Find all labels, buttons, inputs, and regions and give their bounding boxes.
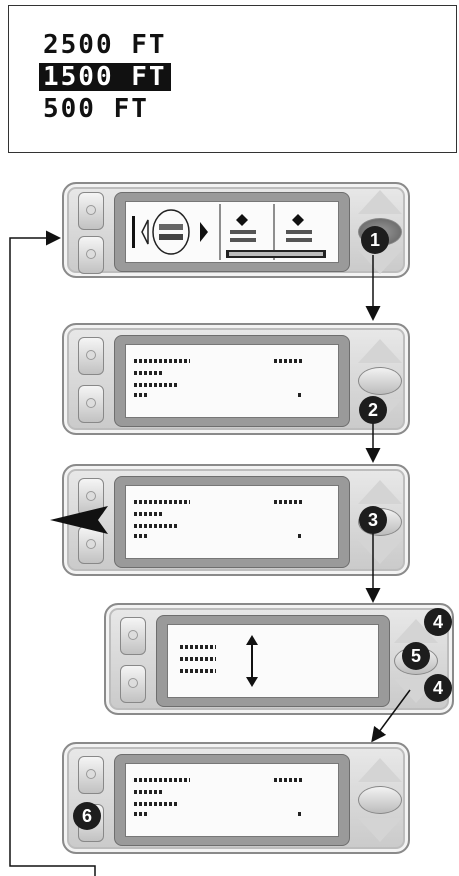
arrow-step-5 xyxy=(371,689,411,743)
device-panel-2 xyxy=(62,323,410,435)
screen-bezel xyxy=(114,754,350,846)
up-down-arrow-icon xyxy=(246,635,258,687)
device-panel-4 xyxy=(104,603,454,715)
step-6-badge: 6 xyxy=(73,802,101,830)
pointer-arrow-icon xyxy=(50,506,108,534)
menu-value xyxy=(274,500,302,504)
altitude-list-panel: 2500 FT 1500 FT 500 FT xyxy=(8,5,457,153)
screen-bezel xyxy=(114,335,350,427)
altitude-line xyxy=(180,645,216,649)
altitude-line xyxy=(180,657,216,661)
menu-line xyxy=(134,393,148,397)
step-4-badge-down: 4 xyxy=(424,674,452,702)
step-4-badge-up: 4 xyxy=(424,608,452,636)
step-1-badge: 1 xyxy=(361,226,389,254)
rocker-down-arrow-icon[interactable] xyxy=(358,818,402,842)
side-button-top[interactable] xyxy=(78,337,104,375)
menu-line xyxy=(134,500,190,504)
display-screen xyxy=(125,485,339,559)
menu-line xyxy=(134,534,148,538)
rocker-up-arrow-icon[interactable] xyxy=(358,339,402,363)
device-panel-5 xyxy=(62,742,410,854)
altitude-line xyxy=(180,669,216,673)
screen-bezel xyxy=(114,476,350,568)
side-button-top[interactable] xyxy=(120,617,146,655)
menu-line xyxy=(134,812,148,816)
device-panel-1 xyxy=(62,182,410,278)
menu-line xyxy=(134,371,164,375)
device-panel-3 xyxy=(62,464,410,576)
step-3-badge: 3 xyxy=(359,506,387,534)
center-knob[interactable] xyxy=(358,786,402,814)
menu-value xyxy=(274,359,302,363)
display-screen xyxy=(125,201,339,263)
menu-value xyxy=(274,778,302,782)
rocker-control[interactable] xyxy=(356,754,404,846)
menu-line xyxy=(134,383,178,387)
menu-line xyxy=(134,512,164,516)
side-button-bottom[interactable] xyxy=(120,665,146,703)
attitude-indicator-graphic xyxy=(132,204,326,260)
side-button-bottom[interactable] xyxy=(78,236,104,274)
step-2-badge: 2 xyxy=(359,396,387,424)
screen-bezel xyxy=(114,192,350,272)
menu-line-highlighted xyxy=(134,524,178,528)
rocker-up-arrow-icon[interactable] xyxy=(358,758,402,782)
display-screen xyxy=(167,624,379,698)
menu-line xyxy=(134,790,164,794)
display-screen xyxy=(125,344,339,418)
altitude-option-500[interactable]: 500 FT xyxy=(43,94,149,124)
altitude-option-2500[interactable]: 2500 FT xyxy=(43,30,167,60)
menu-value xyxy=(298,393,302,397)
menu-line xyxy=(134,359,190,363)
menu-value xyxy=(298,812,302,816)
display-screen xyxy=(125,763,339,837)
screen-bezel xyxy=(156,615,390,707)
altitude-option-1500-selected[interactable]: 1500 FT xyxy=(39,63,171,91)
rocker-up-arrow-icon[interactable] xyxy=(358,190,402,214)
side-button-bottom[interactable] xyxy=(78,385,104,423)
side-button-bottom[interactable] xyxy=(78,526,104,564)
menu-line xyxy=(134,802,178,806)
menu-value xyxy=(298,534,302,538)
rocker-down-arrow-icon[interactable] xyxy=(358,540,402,564)
rocker-up-arrow-icon[interactable] xyxy=(358,480,402,504)
center-knob[interactable] xyxy=(358,367,402,395)
menu-line xyxy=(134,778,190,782)
side-button-top[interactable] xyxy=(78,756,104,794)
rocker-down-arrow-icon[interactable] xyxy=(358,250,402,274)
return-loop-arrow xyxy=(9,230,96,876)
step-5-badge: 5 xyxy=(402,642,430,670)
side-button-top[interactable] xyxy=(78,192,104,230)
